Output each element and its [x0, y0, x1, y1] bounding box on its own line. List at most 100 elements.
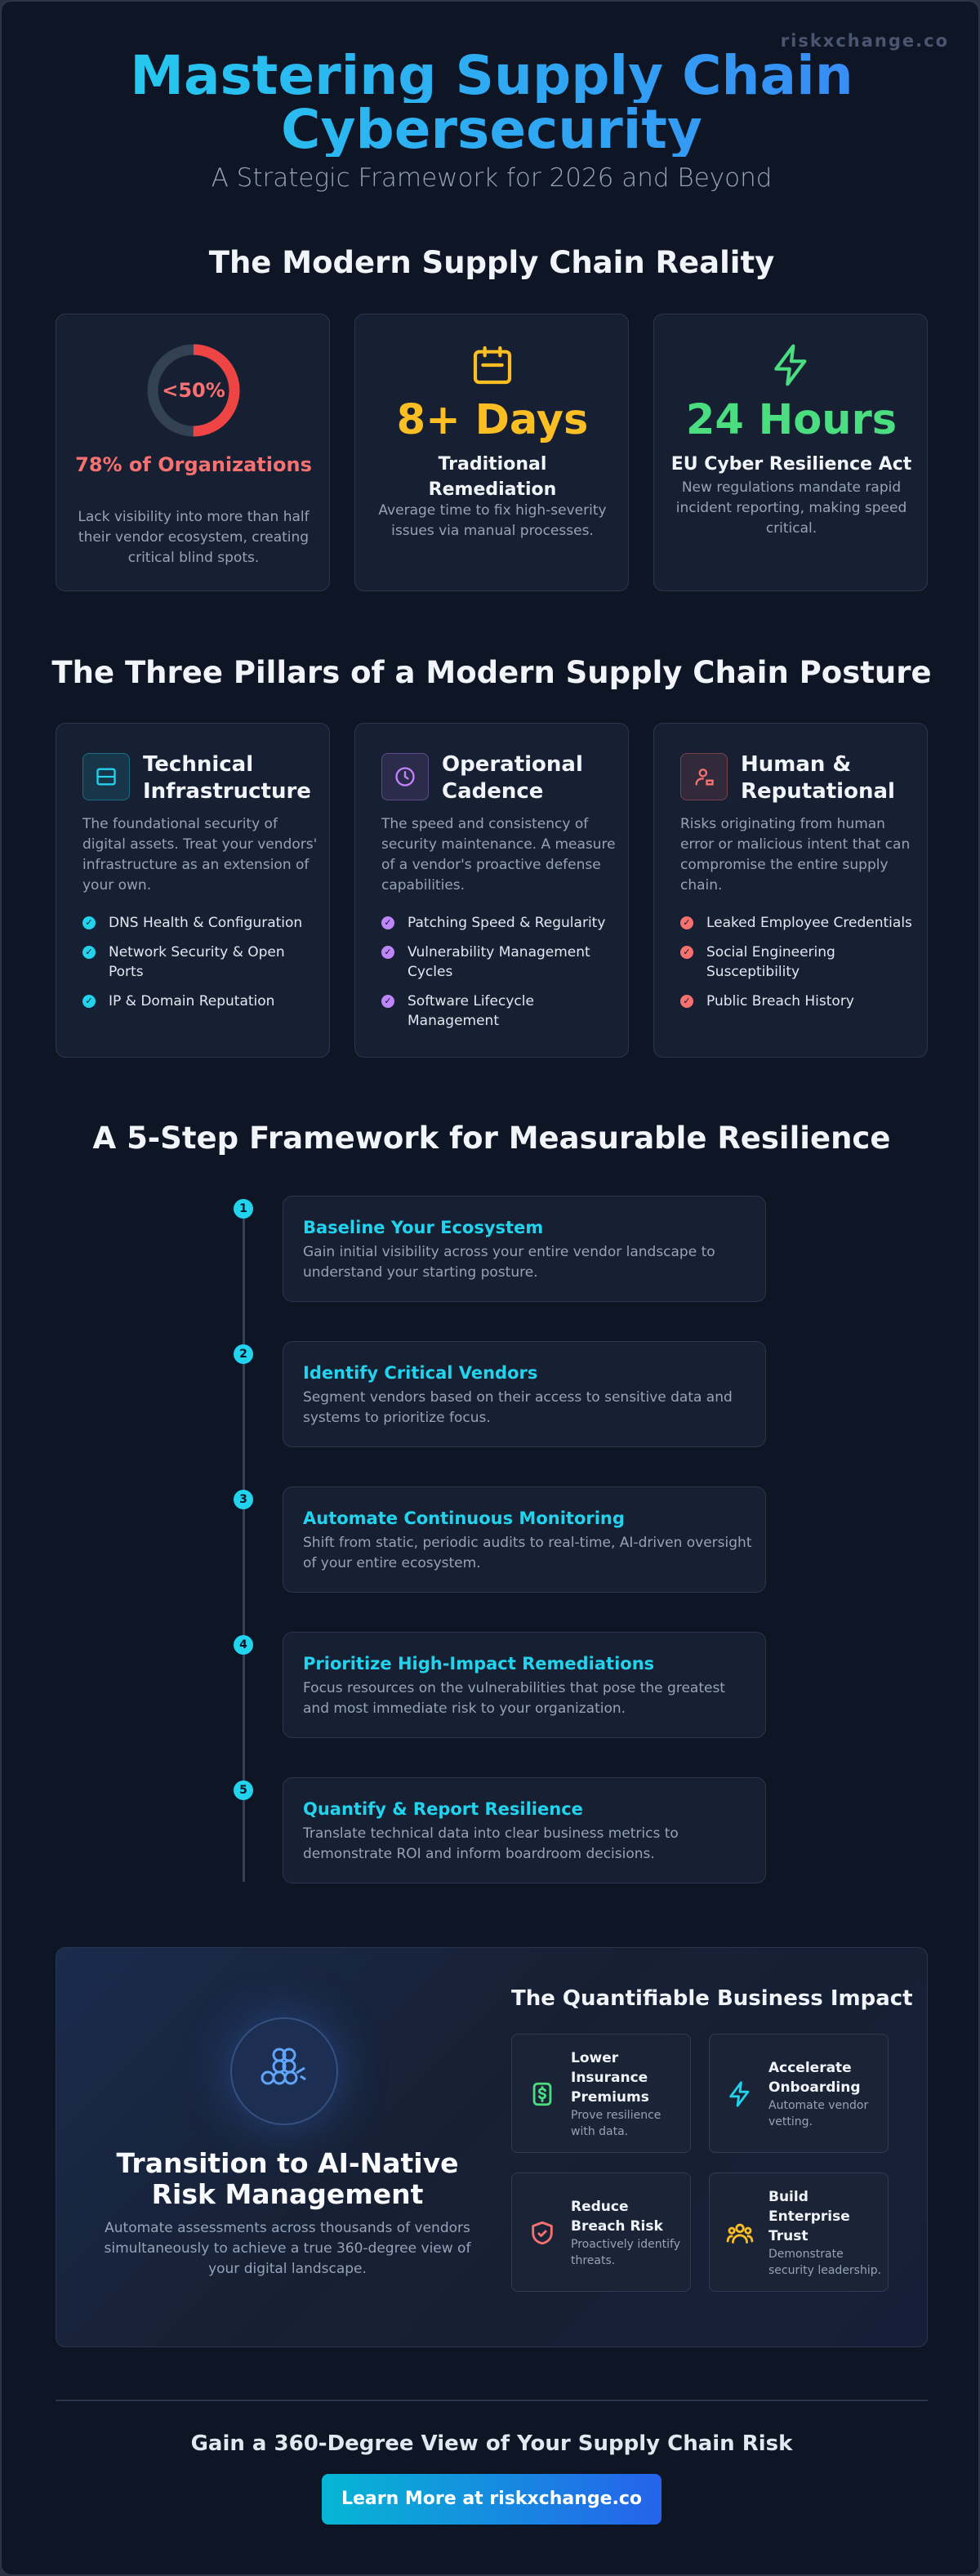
impact-item-title: Lower Insurance Premiums: [571, 2050, 649, 2106]
user-alert-icon: [680, 753, 728, 800]
check-icon: ✓: [381, 995, 394, 1008]
lightning-icon: [768, 342, 814, 391]
step-description: Focus resources on the vulnerabilities t…: [303, 1680, 725, 1717]
check-icon: ✓: [680, 995, 693, 1008]
ai-title: Transition to AI-Native Risk Management: [116, 2147, 459, 2210]
step-number-1: 1: [234, 1199, 253, 1219]
step-description: Gain initial visibility across your enti…: [303, 1244, 715, 1281]
pillar-title-line-1: Operational: [442, 752, 583, 777]
impact-item-description: Automate vendor vetting.: [768, 2099, 869, 2128]
step-number-3: 3: [234, 1490, 253, 1509]
impact-item-title: Accelerate Onboarding: [768, 2060, 861, 2096]
list-item: ✓ DNS Health & Configuration: [82, 913, 319, 933]
point-label: Public Breach History: [706, 993, 854, 1009]
step-title: Baseline Your Ecosystem: [303, 1218, 544, 1237]
calendar-icon: [470, 342, 515, 391]
lightning-icon: [726, 2035, 754, 2154]
pillar-points: ✓ Leaked Employee Credentials ✓ Social Eng…: [680, 913, 917, 1021]
pillar-card-operational: Operational Cadence The speed and consis…: [354, 723, 629, 1058]
pillar-title: Human & Reputational: [741, 751, 895, 805]
stat-description: New regulations mandate rapid incident r…: [675, 479, 907, 537]
list-item: ✓ Software Lifecycle Management: [381, 992, 618, 1031]
impact-card-breach: Reduce Breach Risk Proactively identify …: [511, 2173, 691, 2292]
dollar-icon: [528, 2035, 556, 2154]
pillar-title-line-1: Human &: [741, 752, 852, 777]
pillar-title-line-2: Cadence: [442, 779, 544, 804]
step-number-5: 5: [234, 1780, 253, 1800]
pillar-title: Operational Cadence: [442, 751, 583, 805]
point-label: IP & Domain Reputation: [109, 993, 275, 1009]
pillar-description: The speed and consistency of security ma…: [381, 816, 616, 894]
list-item: ✓ Public Breach History: [680, 992, 917, 1011]
step-title: Quantify & Report Resilience: [303, 1799, 583, 1819]
page-title-line-2: Cybersecurity: [2, 103, 978, 157]
stat-headline: Traditional Remediation: [428, 454, 557, 500]
step-title: Identify Critical Vendors: [303, 1363, 538, 1383]
impact-item-description: Proactively identify threats.: [571, 2238, 680, 2267]
pillar-points: ✓Patching Speed & Regularity ✓Vulnerabil…: [381, 913, 618, 1041]
page-title: Mastering Supply Chain Cybersecurity: [2, 49, 978, 157]
step-description: Segment vendors based on their access to…: [303, 1389, 733, 1426]
point-label: Social Engineering Susceptibility: [706, 944, 835, 980]
impact-text: Accelerate Onboarding Automate vendor ve…: [768, 2035, 883, 2154]
list-item: ✓Patching Speed & Regularity: [381, 913, 618, 933]
step-title: Automate Continuous Monitoring: [303, 1509, 625, 1528]
step-title: Prioritize High-Impact Remediations: [303, 1654, 655, 1674]
stat-big-value: 8+ Days: [396, 396, 589, 444]
pillar-title: Technical Infrastructure: [143, 751, 311, 805]
cta-title: Gain a 360-Degree View of Your Supply Ch…: [190, 2431, 793, 2456]
check-icon: ✓: [82, 916, 96, 929]
section-title-reality: The Modern Supply Chain Reality: [208, 245, 775, 280]
step-card-3: Automate Continuous Monitoring Shift fro…: [283, 1486, 766, 1593]
step-card-1: Baseline Your Ecosystem Gain initial vis…: [283, 1196, 766, 1302]
point-label: Network Security & Open Ports: [109, 944, 285, 980]
point-label: DNS Health & Configuration: [109, 915, 303, 931]
step-card-4: Prioritize High-Impact Remediations Focu…: [283, 1632, 766, 1738]
section-title-framework: A 5-Step Framework for Measurable Resili…: [92, 1121, 891, 1156]
impact-text: Build Enterprise Trust Demonstrate secur…: [768, 2173, 883, 2293]
visibility-gauge: <50%: [145, 342, 242, 439]
step-description: Translate technical data into clear busi…: [303, 1825, 679, 1862]
pillar-description: The foundational security of digital ass…: [82, 816, 318, 894]
impact-card-trust: Build Enterprise Trust Demonstrate secur…: [709, 2173, 889, 2292]
check-icon: ✓: [381, 916, 394, 929]
stat-card-regulation: 24 Hours EU Cyber Resilience Act New reg…: [653, 314, 928, 591]
pillar-title-line-1: Technical: [143, 752, 254, 777]
stat-headline: EU Cyber Resilience Act: [670, 454, 912, 475]
point-label: Leaked Employee Credentials: [706, 915, 912, 931]
stat-headline: 78% of Organizations: [75, 453, 312, 476]
impact-text: Reduce Breach Risk Proactively identify …: [571, 2173, 685, 2293]
ai-network-icon: [230, 2017, 338, 2125]
point-label: Software Lifecycle Management: [408, 993, 534, 1029]
pillar-title-line-2: Reputational: [741, 779, 895, 804]
step-description: Shift from static, periodic audits to re…: [303, 1535, 752, 1571]
users-icon: [726, 2173, 754, 2293]
check-icon: ✓: [82, 995, 96, 1008]
pillar-title-line-2: Infrastructure: [143, 779, 311, 804]
server-icon: [82, 753, 130, 800]
learn-more-button[interactable]: Learn More at riskxchange.co: [322, 2474, 662, 2525]
list-item: ✓ IP & Domain Reputation: [82, 992, 319, 1011]
pillar-description: Risks originating from human error or ma…: [680, 816, 911, 894]
check-icon: ✓: [680, 946, 693, 959]
pillar-points: ✓DNS Health & Configuration ✓Network Sec…: [82, 913, 319, 1021]
timeline-line: [243, 1210, 245, 1882]
impact-card-onboarding: Accelerate Onboarding Automate vendor ve…: [709, 2034, 889, 2153]
stat-description: Lack visibility into more than half thei…: [78, 509, 310, 566]
stat-big-value: 24 Hours: [685, 396, 898, 444]
stat-card-remediation: 8+ Days Traditional Remediation Average …: [354, 314, 629, 591]
stat-card-visibility: <50% 78% of Organizations Lack visibilit…: [56, 314, 330, 591]
list-item: ✓Network Security & Open Ports: [82, 943, 319, 982]
check-icon: ✓: [680, 916, 693, 929]
stat-description: Average time to fix high-severity issues…: [378, 502, 607, 539]
pillar-card-human: Human & Reputational Risks originating f…: [653, 723, 928, 1058]
clock-icon: [381, 753, 429, 800]
impact-title: The Quantifiable Business Impact: [511, 1986, 913, 2011]
section-title-pillars: The Three Pillars of a Modern Supply Cha…: [51, 655, 932, 690]
impact-item-title: Build Enterprise Trust: [768, 2189, 850, 2244]
page-subtitle: A Strategic Framework for 2026 and Beyon…: [211, 163, 773, 193]
list-item: ✓ Leaked Employee Credentials: [680, 913, 917, 933]
shield-check-icon: [528, 2173, 556, 2293]
page-title-line-1: Mastering Supply Chain: [2, 49, 978, 103]
